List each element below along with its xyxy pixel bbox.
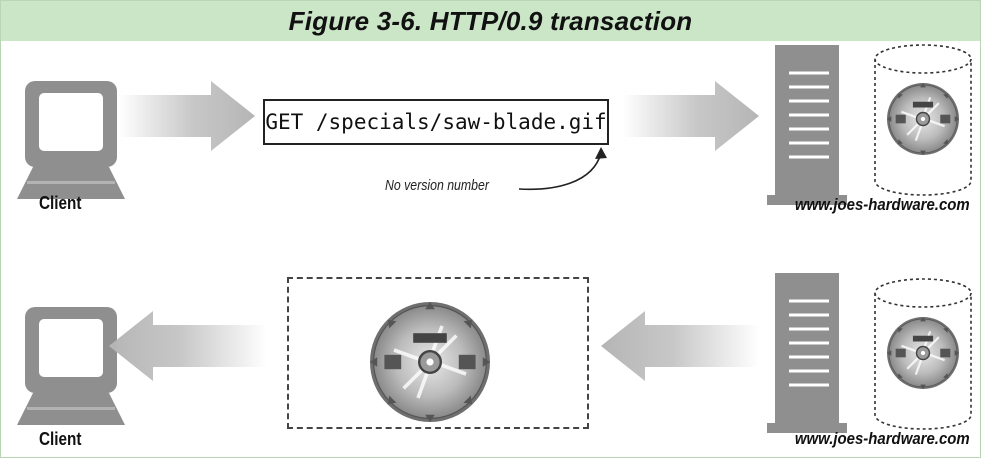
- client-label-response: Client: [39, 429, 82, 449]
- response-arrow-to-client: [109, 311, 267, 381]
- request-arrow-to-server: [623, 81, 759, 151]
- database-cylinder-icon-response: [874, 278, 972, 430]
- saw-blade-icon: [368, 300, 492, 424]
- diagram: Client GET /specials/saw-blade.gif No ve…: [1, 41, 980, 457]
- database-cylinder-icon: [874, 44, 972, 196]
- server-tower-icon: [765, 45, 849, 207]
- no-version-annotation: No version number: [385, 177, 489, 194]
- client-monitor-icon: [17, 81, 125, 199]
- server-label-response: www.joes-hardware.com: [795, 429, 970, 448]
- figure-title-bar: Figure 3-6. HTTP/0.9 transaction: [1, 1, 980, 41]
- annotation-pointer: [518, 147, 607, 191]
- response-arrow: [601, 311, 759, 381]
- request-line: GET /specials/saw-blade.gif: [265, 110, 607, 134]
- server-label: www.joes-hardware.com: [795, 195, 970, 214]
- server-tower-icon-response: [765, 273, 849, 435]
- request-message-box: GET /specials/saw-blade.gif: [263, 99, 609, 145]
- request-arrow: [119, 81, 255, 151]
- figure-title: Figure 3-6. HTTP/0.9 transaction: [288, 5, 693, 36]
- response-message-box: [287, 277, 589, 429]
- client-label: Client: [39, 193, 82, 213]
